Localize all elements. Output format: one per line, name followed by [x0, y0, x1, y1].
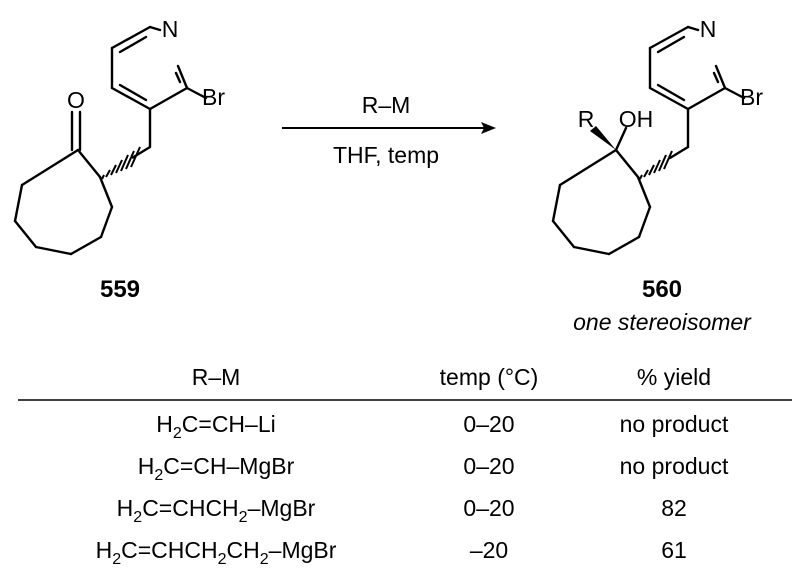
atom-r-product: R	[578, 106, 595, 132]
table-cell-temp: 0–20	[463, 453, 514, 479]
arrowhead-icon	[481, 122, 496, 134]
table-cell-temp: –20	[470, 537, 508, 563]
hashed-wedge-bond-product	[639, 150, 673, 180]
conditions-label: THF, temp	[333, 142, 439, 168]
table-cell-yield: 82	[661, 495, 687, 521]
table-cell-yield: no product	[620, 453, 729, 479]
linker-bond	[131, 145, 151, 160]
compound-label-559: 559	[100, 276, 140, 303]
atom-o-reactant: O	[67, 87, 85, 113]
table-header-temp: temp (°C)	[440, 364, 539, 390]
table-cell-rm: H2C=CHCH2–MgBr	[117, 495, 316, 526]
stereo-note: one stereoisomer	[573, 309, 752, 335]
table-cell-rm: H2C=CH–Li	[156, 411, 276, 442]
table-cell-temp: 0–20	[463, 495, 514, 521]
atom-n-product: N	[700, 16, 717, 42]
atom-oh-product: OH	[619, 106, 654, 132]
table-cell-yield: 61	[661, 537, 687, 563]
solid-wedge-bond	[590, 126, 616, 150]
compound-label-560: 560	[642, 276, 682, 303]
reactant-559-structure	[13, 25, 208, 256]
product-560-structure	[551, 25, 746, 256]
atom-br-product: Br	[740, 84, 763, 110]
table-cell-rm: H2C=CHCH2CH2–MgBr	[96, 537, 337, 568]
table-header-yield: % yield	[637, 364, 711, 390]
table-cell-yield: no product	[620, 411, 729, 437]
atom-br-reactant: Br	[202, 84, 225, 110]
table-cell-temp: 0–20	[463, 411, 514, 437]
atom-n-reactant: N	[162, 16, 179, 42]
table-header-rm: R–M	[192, 364, 241, 390]
table-cell-rm: H2C=CH–MgBr	[138, 453, 295, 484]
reagent-label: R–M	[362, 92, 411, 118]
hashed-wedge-bond	[101, 146, 141, 180]
